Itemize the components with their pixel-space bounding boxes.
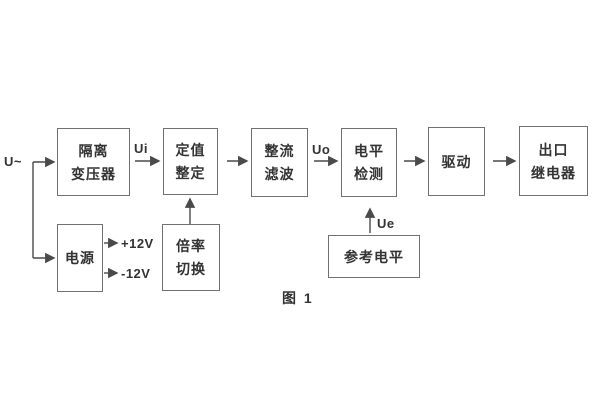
block-power-supply: 电源 (57, 224, 103, 292)
signal-label-input: U~ (4, 154, 22, 169)
signal-label-plus12v: +12V (121, 236, 154, 251)
block-isolation-transformer: 隔离 变压器 (57, 128, 130, 196)
block-label: 参考电平 (344, 248, 404, 265)
signal-label-ui: Ui (134, 141, 148, 156)
block-output-relay: 出口 继电器 (519, 126, 588, 196)
block-label: 驱动 (441, 153, 472, 170)
block-label: 变压器 (71, 165, 116, 182)
block-reference-level: 参考电平 (328, 235, 420, 278)
block-label: 出口 (538, 141, 569, 158)
block-label: 整流 (264, 143, 295, 159)
block-level-detection: 电平 检测 (341, 128, 397, 197)
signal-label-uo: Uo (312, 142, 331, 157)
block-rectifier-filter: 整流 滤波 (251, 128, 308, 197)
block-label: 切换 (176, 261, 206, 277)
block-label: 滤波 (264, 166, 295, 182)
block-label: 隔离 (78, 142, 109, 159)
block-label: 整定 (175, 165, 206, 181)
figure-caption: 图 1 (282, 290, 314, 306)
block-ratio-switch: 倍率 切换 (162, 224, 220, 291)
signal-label-minus12v: -12V (121, 266, 151, 281)
block-drive: 驱动 (428, 127, 485, 196)
block-setting-adjust: 定值 整定 (163, 128, 218, 195)
block-label: 电平 (354, 143, 384, 159)
block-label: 倍率 (176, 238, 206, 254)
block-label: 定值 (175, 142, 206, 158)
signal-label-ue: Ue (377, 216, 395, 231)
block-label: 电源 (65, 250, 95, 266)
block-label: 检测 (354, 166, 384, 182)
block-label: 继电器 (531, 164, 576, 181)
